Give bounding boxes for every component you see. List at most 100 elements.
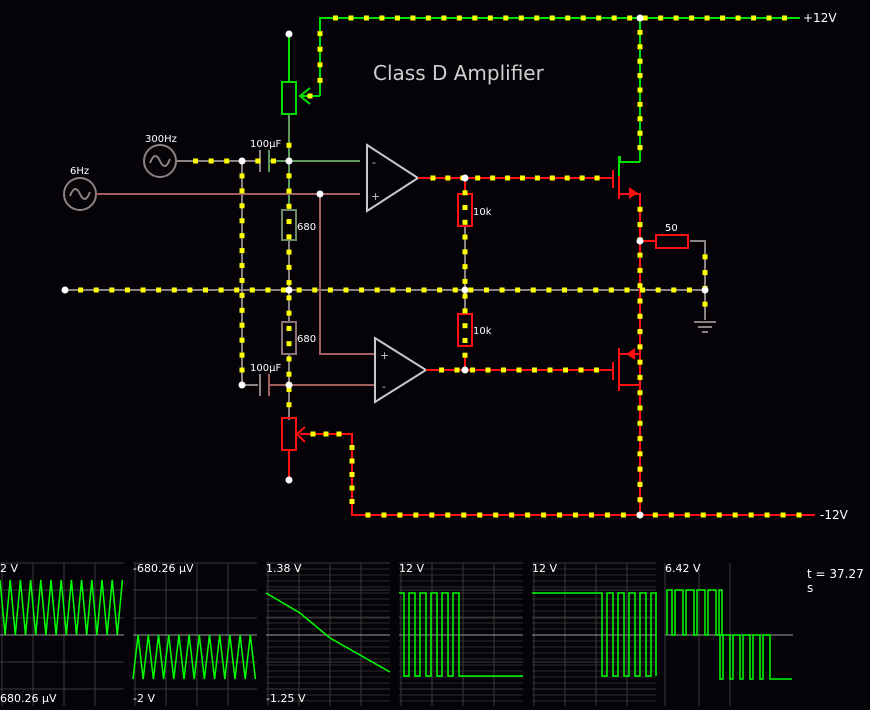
current-dot [410,15,416,21]
current-dot [637,329,643,335]
current-dot [483,287,489,293]
scope-trace [132,634,257,680]
current-dot [286,264,292,270]
current-dot [637,298,643,304]
potentiometer-top[interactable] [281,34,311,130]
current-dot [312,287,318,293]
positive-rail[interactable] [300,17,800,163]
resistor-10k-top-label: 10k [473,207,492,218]
current-dot [541,512,547,518]
current-dot [637,390,643,396]
current-dot [509,512,515,518]
output-wires [288,177,815,516]
current-dot [445,175,451,181]
junction-node [701,286,709,294]
resistor-10k-bottom-label: 10k [473,326,492,337]
current-dot [658,15,664,21]
scope-3[interactable]: 1.38 V -1.25 V [265,562,391,706]
opamp-top[interactable]: - + [366,143,420,213]
current-dot [637,101,643,107]
current-dot [156,287,162,293]
resistor-load[interactable] [655,234,689,249]
junction-node [285,286,293,294]
current-dot [652,512,658,518]
current-dot [405,287,411,293]
opamp-bottom[interactable]: + - [374,336,428,404]
current-dot [475,175,481,181]
current-dot [637,145,643,151]
scope-panel: 2 V 680.26 µV -680.26 µV -2 V 1.38 V -1.… [0,555,870,706]
mosfet-top[interactable] [612,156,638,199]
current-dot [239,188,245,194]
scope-2[interactable]: -680.26 µV -2 V [132,562,257,706]
current-dot [462,352,468,358]
current-dot [286,295,292,301]
scope-1[interactable]: 2 V 680.26 µV [0,562,124,706]
source-300hz[interactable] [143,144,180,178]
current-dot [655,287,661,293]
current-dot [671,287,677,293]
current-dot [265,287,271,293]
current-dot [413,512,419,518]
scope-4-top-label: 12 V [399,562,424,575]
scope-5[interactable]: 12 V [532,562,657,706]
current-dot [637,58,643,64]
current-dot [349,458,355,464]
current-dot [637,420,643,426]
scope-trace [399,592,523,677]
current-dot [441,15,447,21]
source-6hz[interactable] [63,177,97,211]
current-dot [637,222,643,228]
scope-2-top-label: -680.26 µV [133,562,194,575]
resistor-10k-bottom[interactable] [457,313,473,347]
resistor-680-top[interactable] [281,209,297,241]
current-dot [452,287,458,293]
current-dot [239,352,245,358]
current-dot [468,287,474,293]
current-dot [187,287,193,293]
scope-6[interactable]: 6.42 V [664,562,793,706]
current-dot [637,313,643,319]
current-dot [425,15,431,21]
current-dot [499,287,505,293]
current-dot [780,512,786,518]
current-dot [546,287,552,293]
potentiometer-bottom[interactable] [281,417,306,451]
current-dot [323,431,329,437]
current-dot [239,233,245,239]
current-dot [93,287,99,293]
current-dot [349,472,355,477]
circuit-canvas[interactable]: Class D Amplifier +12V 680 680 100µF [0,0,870,555]
current-dot [462,190,468,196]
current-dot [637,405,643,411]
scope-trace [0,579,124,636]
current-dot [565,15,571,21]
current-dot [766,15,772,21]
svg-text:+: + [371,190,380,203]
scope-4[interactable]: 12 V [399,562,523,706]
current-dot [564,175,570,181]
capacitor-bottom[interactable] [259,374,289,396]
source-6hz-label: 6Hz [70,166,89,177]
current-dot [519,175,525,181]
current-dot [124,287,130,293]
current-dot [286,173,292,179]
current-dot [516,367,522,373]
current-dot [594,175,600,181]
negative-rail-label: -12V [820,508,849,522]
current-dot [394,15,400,21]
resistor-680-bottom[interactable] [281,321,297,355]
current-dot [620,512,626,518]
current-dot [549,15,555,21]
current-dot [608,287,614,293]
current-dot [397,512,403,518]
current-dot [109,287,115,293]
ground-icon [694,321,716,333]
input-wires [96,193,375,386]
mosfet-bottom[interactable] [612,330,641,391]
current-dot [286,142,292,148]
current-dot [501,367,506,373]
current-dot [637,283,643,289]
current-dot [365,512,371,518]
current-dots [78,15,802,518]
